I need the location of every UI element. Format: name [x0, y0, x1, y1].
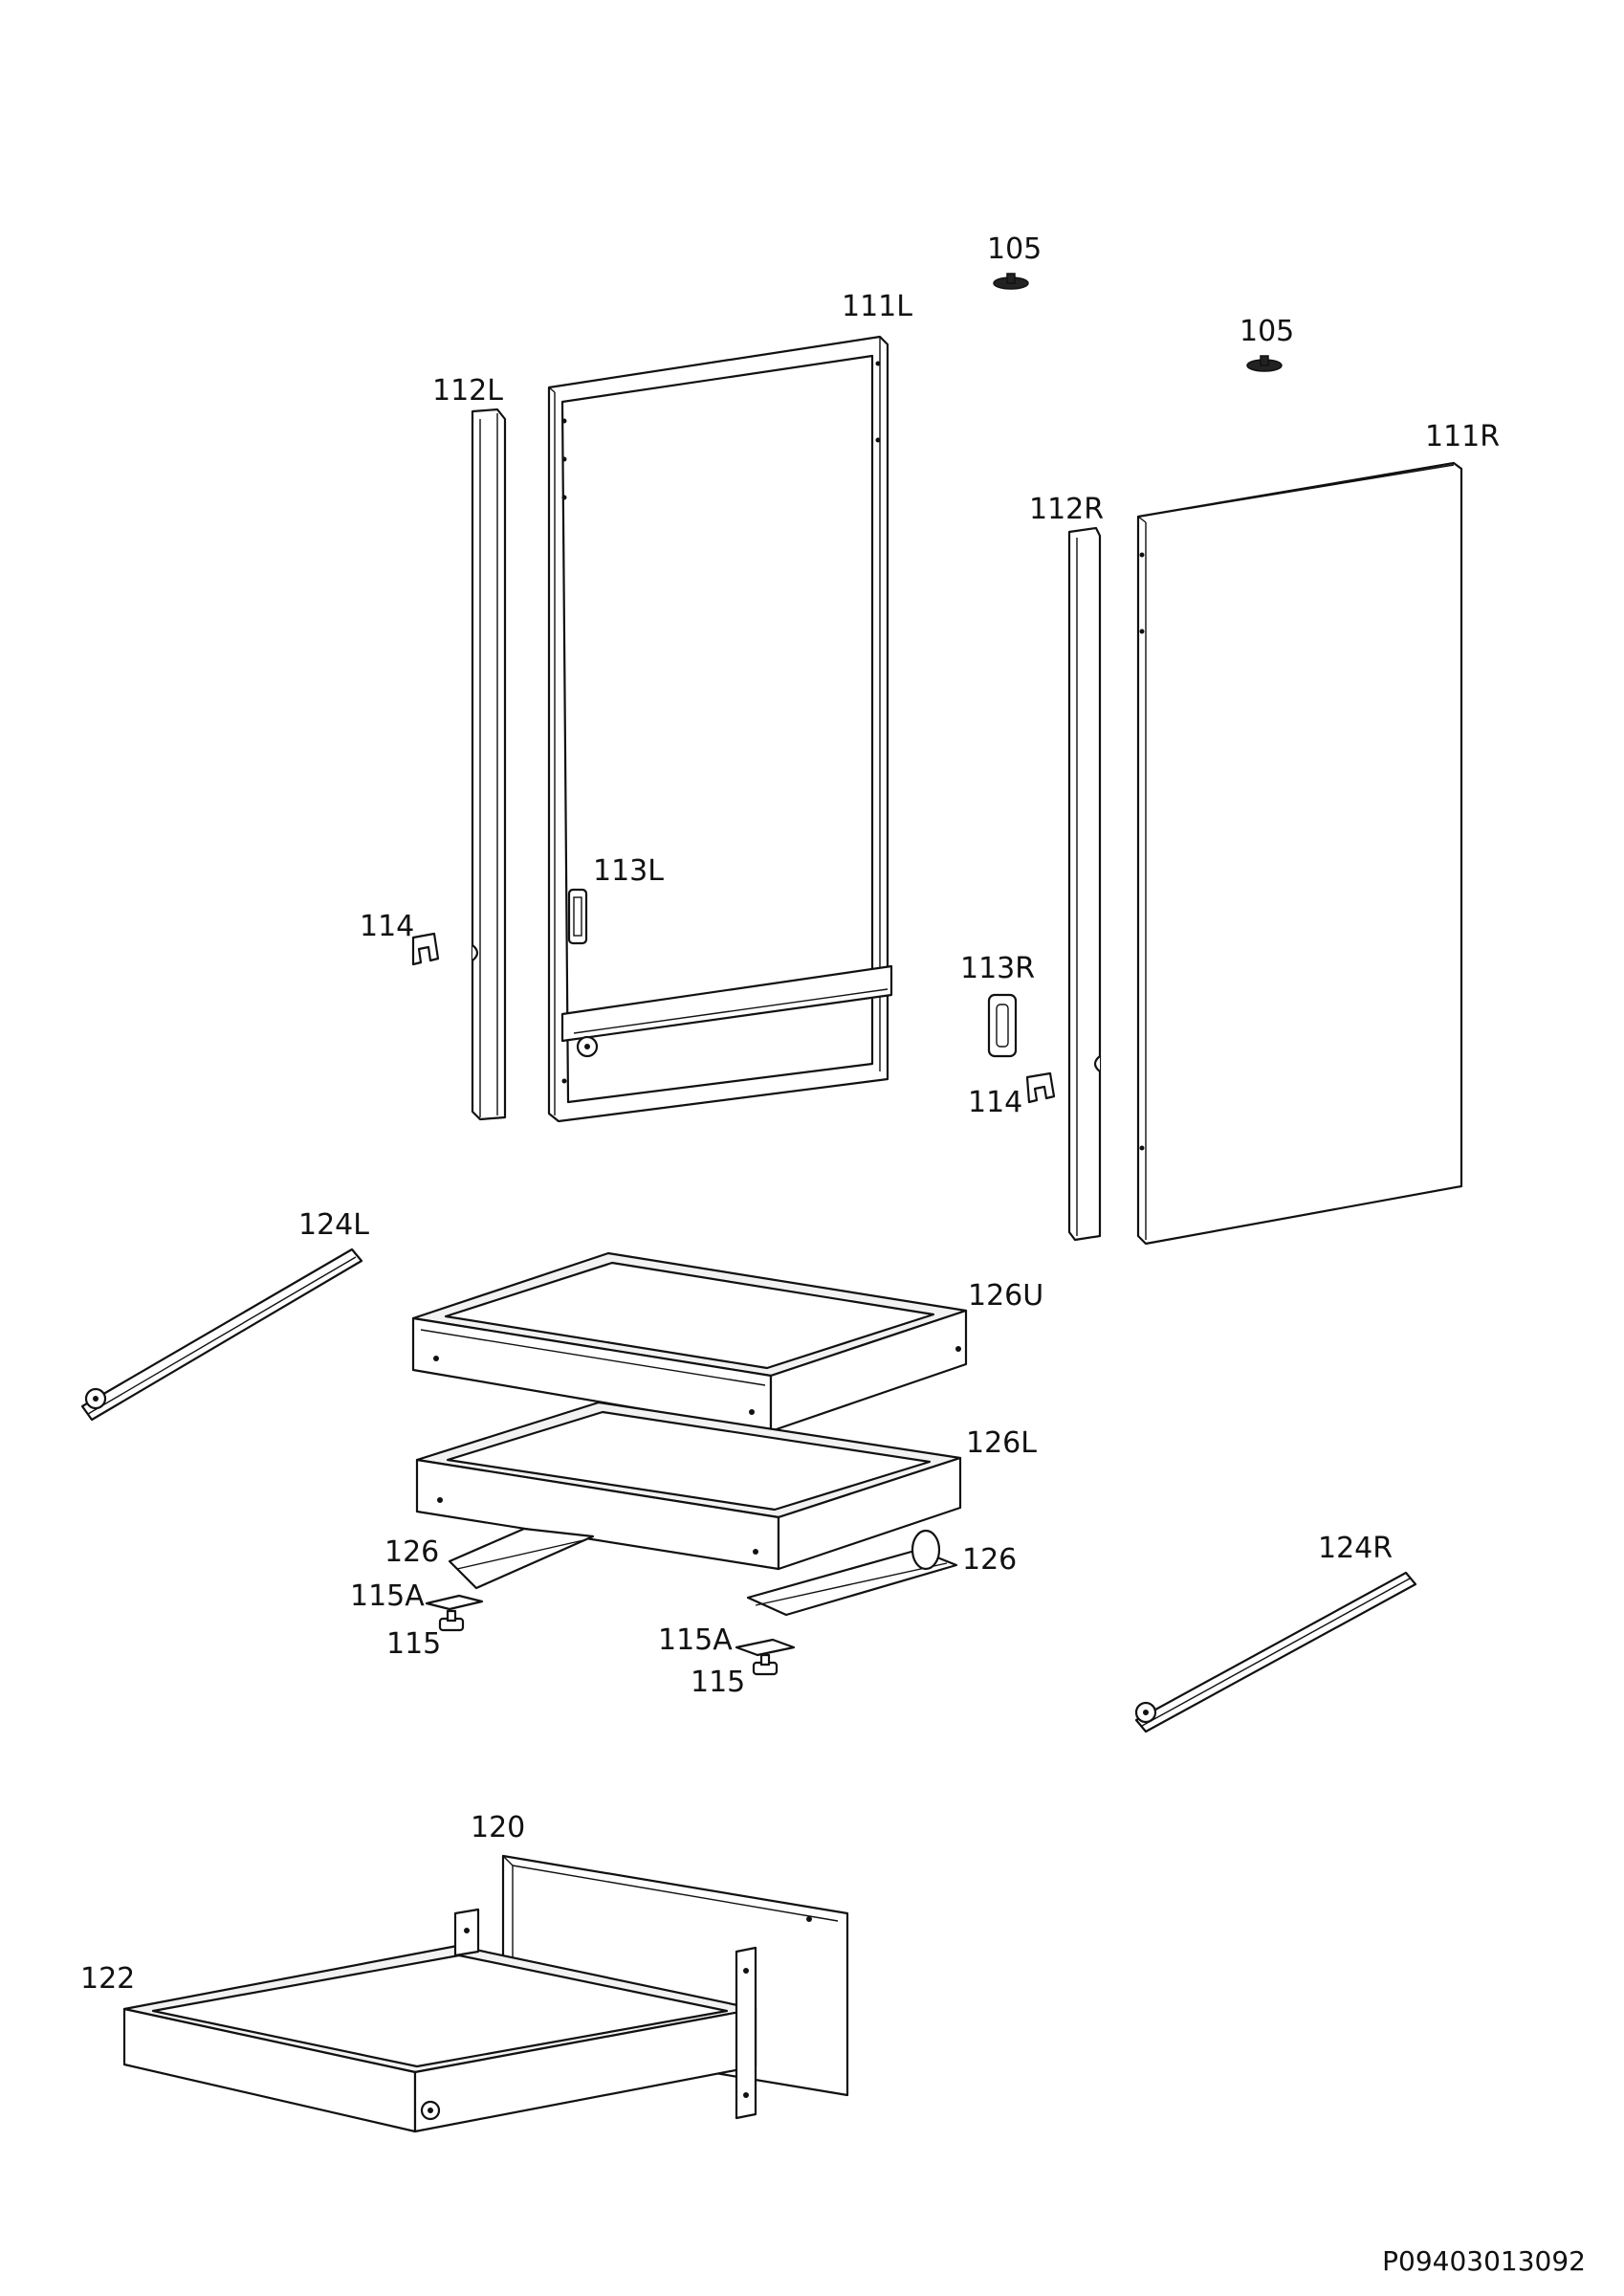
- part-122-base-tray: [122, 1908, 757, 2133]
- callout-112L: 112L: [432, 374, 503, 408]
- callout-113R: 113R: [960, 952, 1036, 985]
- part-114-clip-right: [1025, 1071, 1056, 1104]
- callout-111R: 111R: [1425, 420, 1501, 453]
- callout-111L: 111L: [842, 290, 912, 323]
- callout-122: 122: [80, 1962, 136, 1996]
- callout-126U: 126U: [968, 1279, 1044, 1313]
- callout-115-right: 115: [691, 1666, 746, 1699]
- part-126-runner-right: [746, 1529, 958, 1617]
- callout-113L: 113L: [593, 854, 664, 888]
- part-111R-side-panel: [1136, 461, 1463, 1246]
- callout-114-left: 114: [360, 910, 415, 943]
- part-112L-strip: [471, 408, 507, 1121]
- callout-124L: 124L: [298, 1208, 369, 1242]
- callout-120: 120: [471, 1811, 526, 1844]
- part-115-foot-right: [752, 1653, 779, 1676]
- document-id: P09403013092: [1382, 2245, 1586, 2277]
- part-126-runner-left: [448, 1527, 595, 1590]
- callout-115A-left: 115A: [350, 1579, 425, 1613]
- callout-124R: 124R: [1318, 1532, 1394, 1565]
- part-115A-plate-right: [735, 1638, 796, 1657]
- part-112R-strip: [1067, 526, 1102, 1242]
- part-124L-rail: [80, 1247, 363, 1422]
- part-114-clip-left: [411, 932, 440, 966]
- callout-114-right: 114: [968, 1086, 1023, 1119]
- part-105-clip-right: [1246, 355, 1283, 372]
- part-115A-plate-left: [425, 1594, 484, 1611]
- part-111L-side-panel: [547, 335, 893, 1123]
- part-124R-rail: [1134, 1571, 1417, 1733]
- callout-112R: 112R: [1029, 493, 1105, 526]
- callout-115-left: 115: [386, 1627, 442, 1661]
- callout-105-right: 105: [1240, 315, 1295, 348]
- part-105-clip-left: [993, 273, 1029, 290]
- callout-115A-right: 115A: [658, 1623, 733, 1657]
- part-126L-frame: [415, 1401, 962, 1571]
- part-115-foot-left: [438, 1609, 465, 1632]
- callout-126-left: 126: [384, 1535, 440, 1569]
- part-113R-hinge: [987, 993, 1018, 1058]
- callout-126-right: 126: [962, 1543, 1018, 1577]
- part-126U-frame: [411, 1251, 968, 1433]
- callout-105-left: 105: [987, 232, 1042, 266]
- callout-126L: 126L: [966, 1426, 1037, 1460]
